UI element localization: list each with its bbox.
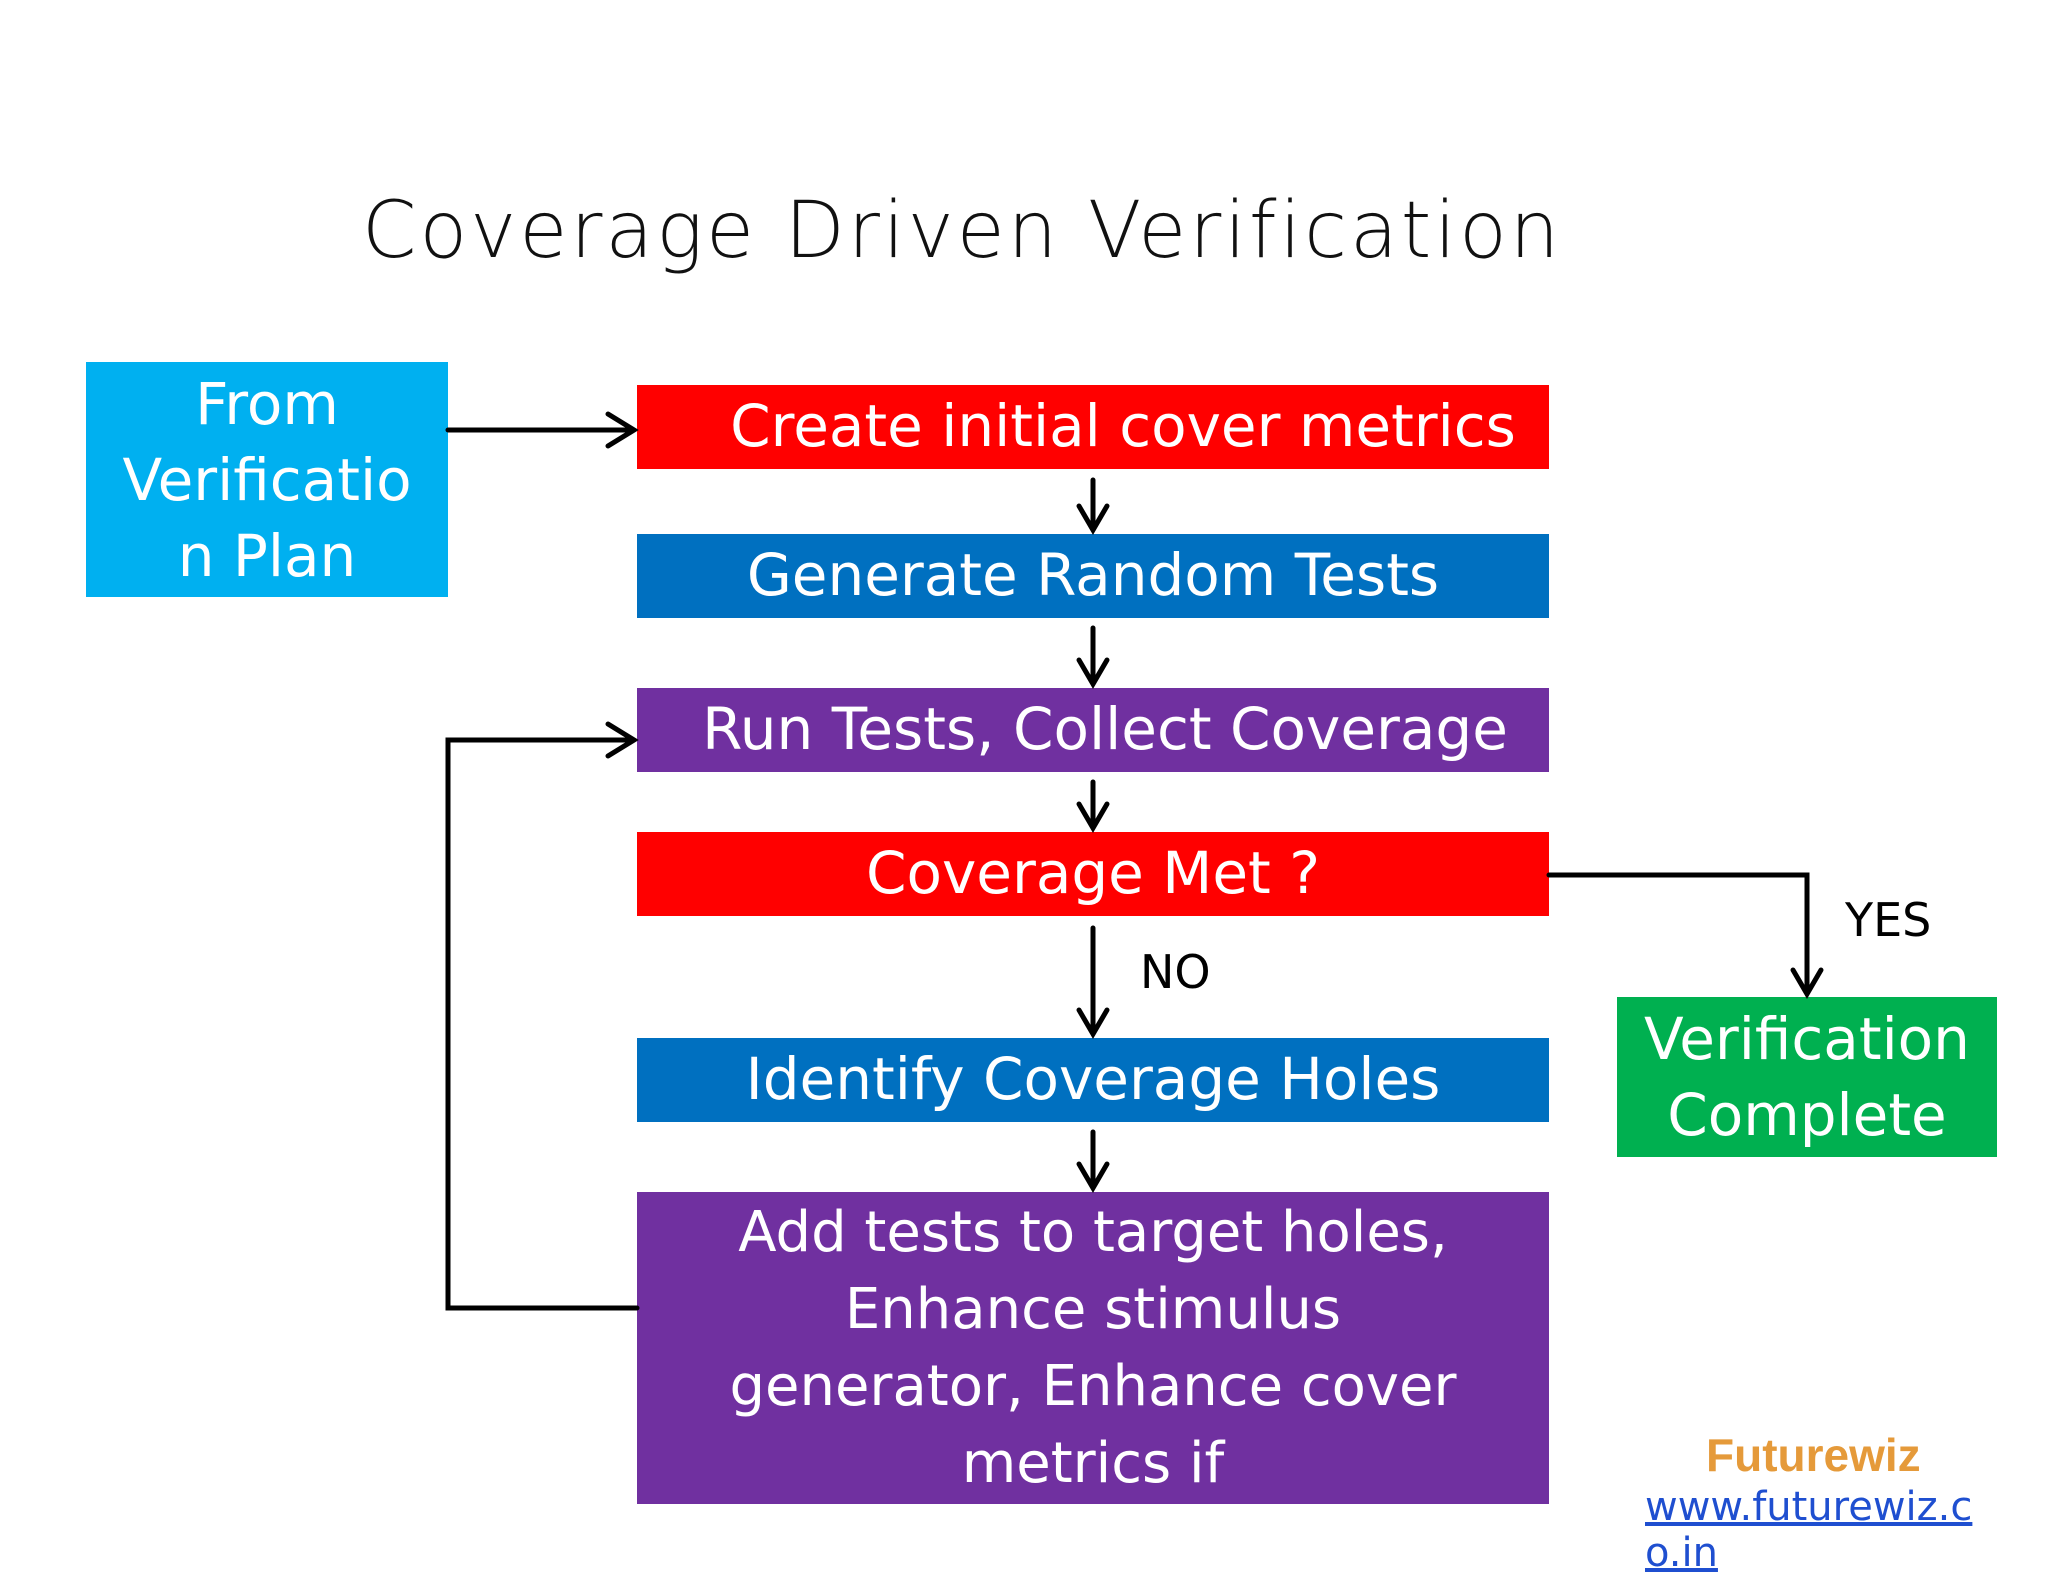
run-tests-label: Run Tests, Collect Coverage <box>702 695 1508 764</box>
brand-logo-text: Futurewiz <box>1706 1429 1921 1481</box>
verification-complete-line-2: Complete <box>1667 1081 1947 1149</box>
verification-complete-line-1: Verification <box>1644 1005 1970 1073</box>
from-plan-line-1: From <box>195 369 339 438</box>
from-verification-plan-box: From Verificatio n Plan <box>86 362 448 597</box>
add-tests-line-3: generator, Enhance cover <box>729 1354 1457 1419</box>
add-tests-box: Add tests to target holes, Enhance stimu… <box>637 1192 1549 1504</box>
from-plan-line-2: Verificatio <box>122 445 412 514</box>
verification-complete-box: Verification Complete <box>1617 997 1997 1157</box>
coverage-met-label: Coverage Met ? <box>865 839 1320 908</box>
create-metrics-label: Create initial cover metrics <box>730 392 1516 461</box>
arrowhead-met-to-complete <box>1790 967 1824 999</box>
arrowhead-generate-to-run <box>1076 657 1110 689</box>
coverage-met-decision-box: Coverage Met ? <box>637 832 1549 916</box>
arrowhead-met-to-identify <box>1076 1007 1110 1039</box>
page-title: Coverage Driven Verification <box>362 186 1563 276</box>
website-link[interactable]: www.futurewiz.co.in <box>1645 1484 1973 1576</box>
arrowhead-identify-to-add <box>1076 1161 1110 1193</box>
generate-tests-box: Generate Random Tests <box>637 534 1549 618</box>
no-branch-label: NO <box>1140 945 1211 999</box>
arrowhead-run-to-met <box>1076 801 1110 833</box>
arrow-loop-back <box>445 737 640 1311</box>
arrowhead-create-to-generate <box>1076 503 1110 535</box>
create-metrics-box: Create initial cover metrics <box>637 385 1549 469</box>
generate-tests-label: Generate Random Tests <box>746 541 1440 610</box>
from-plan-line-3: n Plan <box>177 521 357 590</box>
yes-branch-label: YES <box>1845 893 1932 947</box>
add-tests-line-1: Add tests to target holes, <box>738 1200 1448 1265</box>
identify-holes-box: Identify Coverage Holes <box>637 1038 1549 1122</box>
add-tests-line-4: metrics if <box>961 1431 1225 1496</box>
arrowhead-plan-to-create <box>605 411 639 449</box>
arrowhead-loop-back <box>605 721 639 759</box>
add-tests-line-2: Enhance stimulus <box>844 1277 1342 1342</box>
identify-holes-label: Identify Coverage Holes <box>745 1045 1441 1114</box>
arrow-met-to-complete <box>1546 872 1810 995</box>
run-tests-box: Run Tests, Collect Coverage <box>637 688 1549 772</box>
